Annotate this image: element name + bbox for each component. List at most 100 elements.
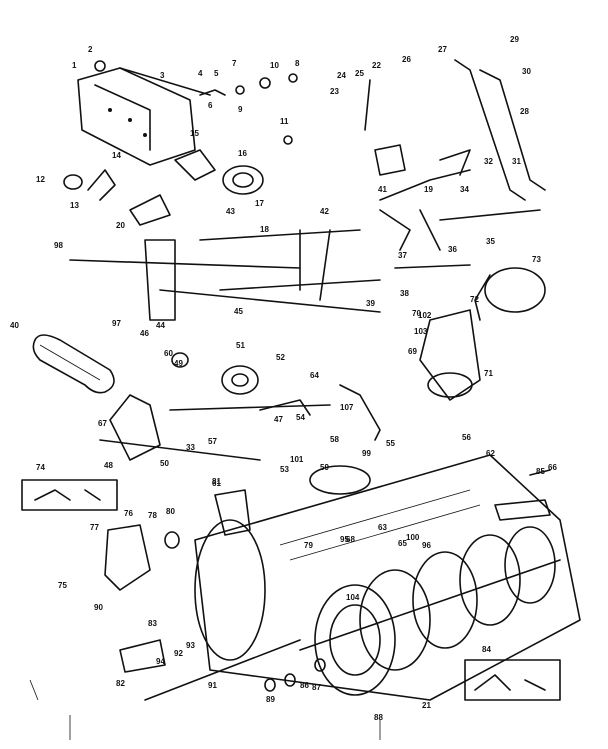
callout-85: 85 — [536, 467, 545, 476]
callout-38: 38 — [400, 289, 409, 298]
callout-76: 76 — [124, 509, 133, 518]
callout-59: 59 — [320, 463, 329, 472]
callout-67: 67 — [98, 419, 107, 428]
callout-60: 60 — [164, 349, 173, 358]
callout-44: 44 — [156, 321, 165, 330]
callout-20: 20 — [116, 221, 125, 230]
callout-104: 104 — [346, 593, 360, 602]
callout-21: 21 — [422, 701, 431, 710]
callout-29: 29 — [510, 35, 519, 44]
callout-14: 14 — [112, 151, 121, 160]
callout-11: 11 — [280, 117, 289, 126]
callout-101: 101 — [290, 455, 304, 464]
callout-95: 95 — [340, 535, 349, 544]
callout-71: 71 — [484, 369, 493, 378]
callout-56: 56 — [462, 433, 471, 442]
callout-1: 1 — [72, 61, 77, 70]
callout-16: 16 — [238, 149, 247, 158]
upper-bracket-assembly — [77, 60, 298, 195]
callout-5: 5 — [214, 69, 219, 78]
callout-77: 77 — [90, 523, 99, 532]
callout-89: 89 — [266, 695, 275, 704]
callout-35: 35 — [486, 237, 495, 246]
callout-28: 28 — [520, 107, 529, 116]
callout-3: 3 — [160, 71, 165, 80]
callout-73: 73 — [532, 255, 541, 264]
callout-72: 72 — [470, 295, 479, 304]
callout-48: 48 — [104, 461, 113, 470]
callout-25: 25 — [355, 69, 364, 78]
callout-10: 10 — [270, 61, 279, 70]
callout-79: 79 — [304, 541, 313, 550]
callout-50: 50 — [160, 459, 169, 468]
callout-88: 88 — [374, 713, 383, 722]
callout-58: 58 — [330, 435, 339, 444]
callout-7: 7 — [232, 59, 237, 68]
callout-94: 94 — [156, 657, 165, 666]
callout-100: 100 — [406, 533, 420, 542]
callout-6: 6 — [208, 101, 213, 110]
callout-39: 39 — [366, 299, 375, 308]
auger-housing — [194, 454, 581, 701]
callout-92: 92 — [174, 649, 183, 658]
callout-43: 43 — [226, 207, 235, 216]
callout-53: 53 — [280, 465, 289, 474]
callout-4: 4 — [198, 69, 203, 78]
callout-103: 103 — [414, 327, 428, 336]
callout-22: 22 — [372, 61, 381, 70]
callout-82: 82 — [116, 679, 125, 688]
callout-62: 62 — [486, 449, 495, 458]
margin-marks — [29, 679, 381, 740]
callout-31: 31 — [512, 157, 521, 166]
callout-87: 87 — [312, 683, 321, 692]
callout-30: 30 — [522, 67, 531, 76]
callout-64: 64 — [310, 371, 319, 380]
callout-75: 75 — [58, 581, 67, 590]
callout-81: 81 — [212, 477, 221, 486]
callout-83: 83 — [148, 619, 157, 628]
callout-2: 2 — [88, 45, 93, 54]
callout-26: 26 — [402, 55, 411, 64]
callout-97: 97 — [112, 319, 121, 328]
callout-19: 19 — [424, 185, 433, 194]
callout-86: 86 — [300, 681, 309, 690]
callout-61: 61 — [212, 479, 221, 488]
callout-68: 68 — [346, 535, 355, 544]
callout-24: 24 — [337, 71, 346, 80]
callout-42: 42 — [320, 207, 329, 216]
middle-pulley-shaft-assembly — [99, 352, 381, 461]
callout-17: 17 — [255, 199, 264, 208]
callout-84: 84 — [482, 645, 491, 654]
drive-belt — [32, 334, 115, 394]
upper-right-linkage — [364, 59, 546, 251]
callout-80: 80 — [166, 507, 175, 516]
callout-66: 66 — [548, 463, 557, 472]
callout-37: 37 — [398, 251, 407, 260]
callout-54: 54 — [296, 413, 305, 422]
callout-107: 107 — [340, 403, 354, 412]
callout-36: 36 — [448, 245, 457, 254]
callout-99: 99 — [362, 449, 371, 458]
callout-90: 90 — [94, 603, 103, 612]
callout-34: 34 — [460, 185, 469, 194]
callout-23: 23 — [330, 87, 339, 96]
callout-55: 55 — [386, 439, 395, 448]
callout-74: 74 — [36, 463, 45, 472]
callout-69: 69 — [408, 347, 417, 356]
discharge-chute — [419, 267, 546, 401]
callout-78: 78 — [148, 511, 157, 520]
callout-65: 65 — [398, 539, 407, 548]
callout-12: 12 — [36, 175, 45, 184]
callout-96: 96 — [422, 541, 431, 550]
callout-33: 33 — [186, 443, 195, 452]
auger-spirals — [299, 526, 561, 696]
callout-40: 40 — [10, 321, 19, 330]
callout-32: 32 — [484, 157, 493, 166]
callout-41: 41 — [378, 185, 387, 194]
callout-18: 18 — [260, 225, 269, 234]
callout-46: 46 — [140, 329, 149, 338]
callout-9: 9 — [238, 105, 243, 114]
callout-93: 93 — [186, 641, 195, 650]
lower-shaft-assembly — [119, 469, 561, 701]
